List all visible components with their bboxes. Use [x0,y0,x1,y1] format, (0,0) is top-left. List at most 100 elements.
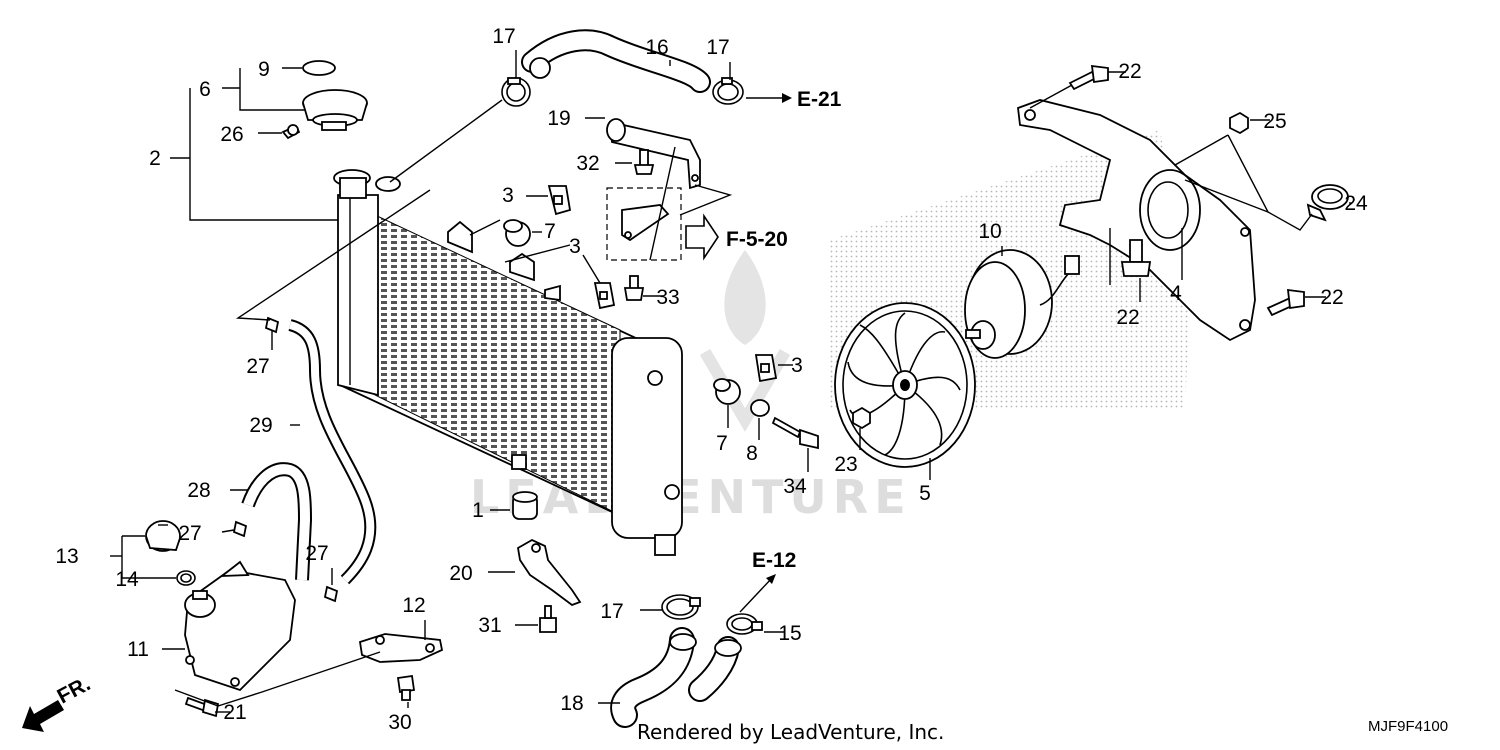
callout-c10[interactable]: 10 [978,220,1001,243]
part-20-bracket[interactable] [517,538,582,607]
callout-c21[interactable]: 21 [223,701,246,724]
callout-c5[interactable]: 5 [919,482,931,505]
front-arrow-icon: FR. [22,672,94,732]
ref-e12[interactable]: E-12 [752,549,796,572]
part-6-radiator-cap[interactable] [302,89,368,131]
callout-c8[interactable]: 8 [746,442,758,465]
callout-c29[interactable]: 29 [249,414,272,437]
part-5-fan[interactable] [834,302,976,468]
callout-c18[interactable]: 18 [560,692,583,715]
part-31-bolt[interactable] [539,605,557,633]
part-3-clip-c[interactable] [754,354,778,383]
inset-box [606,187,682,261]
callout-c22c[interactable]: 22 [1320,286,1343,309]
diagram-code: MJF9F4100 [1368,718,1448,735]
part-22-bolt-c[interactable] [1266,288,1305,317]
ref-f520[interactable]: F-5-20 [726,228,788,251]
callout-c4[interactable]: 4 [1170,282,1182,305]
part-24-clamp[interactable] [1306,184,1349,222]
part-25-nut[interactable] [1229,111,1249,135]
part-29-overflow-hose[interactable] [288,319,377,585]
callout-c6[interactable]: 6 [199,78,211,101]
part-10-fan-motor[interactable] [964,249,1080,359]
f-5-20-arrow-icon [685,213,719,261]
callout-c24[interactable]: 24 [1344,192,1368,215]
part-7-grommet-b[interactable] [713,378,741,405]
part-26-screw[interactable] [281,124,301,140]
callout-c27a[interactable]: 27 [246,355,269,378]
part-7-grommet-a[interactable] [503,219,531,247]
part-14-o-ring[interactable] [176,570,196,586]
part-30-bolt[interactable] [396,674,416,701]
part-28-breather-hose[interactable] [241,462,313,581]
callout-c11[interactable]: 11 [127,638,149,661]
callout-c32[interactable]: 32 [576,152,599,175]
callout-c12[interactable]: 12 [402,594,425,617]
callout-c22b[interactable]: 22 [1116,306,1139,329]
part-3-clip-a[interactable] [547,185,572,216]
part-27-clip-b[interactable] [232,520,248,538]
callout-c3c[interactable]: 3 [791,354,803,377]
part-12-bracket[interactable] [358,633,444,663]
part-11-reserve-tank[interactable] [184,560,296,692]
part-33-bolt[interactable] [623,275,645,301]
callout-c16[interactable]: 16 [645,36,668,59]
reference-labels: E-21 F-5-20 E-12 [726,88,842,572]
part-1-grommet[interactable] [512,491,538,520]
callout-c3b[interactable]: 3 [569,235,581,258]
flame-logo-icon [724,250,766,345]
callout-c17c[interactable]: 17 [600,600,623,623]
part-23-nut[interactable] [852,406,871,430]
leader-lines [110,50,1352,713]
part-22-bolt-b[interactable] [1120,239,1152,277]
part-32-bolt[interactable] [633,149,655,175]
callout-c2[interactable]: 2 [149,147,161,170]
ref-e21[interactable]: E-21 [797,88,842,111]
part-17-clamp-right[interactable] [712,77,744,105]
callout-c26[interactable]: 26 [220,123,243,146]
callout-c19[interactable]: 19 [547,107,570,130]
part-8-collar[interactable] [750,399,770,417]
callout-c9[interactable]: 9 [258,58,270,81]
part-18-lower-hose[interactable] [610,627,742,728]
part-13-reservoir-cap[interactable] [145,520,181,552]
part-3-clip-b[interactable] [593,282,616,310]
callout-c13[interactable]: 13 [55,545,78,568]
callout-c23[interactable]: 23 [834,453,857,476]
callout-c15[interactable]: 15 [778,622,801,645]
part-16-hose[interactable] [521,29,711,93]
credit-text: Rendered by LeadVenture, Inc. [637,720,944,744]
callout-c33[interactable]: 33 [656,286,679,309]
callout-c17a[interactable]: 17 [492,25,515,48]
part-15-clamp[interactable] [726,613,763,635]
part-19-bracket[interactable] [606,118,701,190]
callout-c25[interactable]: 25 [1263,110,1286,133]
callout-c7b[interactable]: 7 [716,432,728,455]
part-22-bolt-a[interactable] [1068,64,1109,91]
callout-c30[interactable]: 30 [388,711,411,734]
callout-c3a[interactable]: 3 [502,184,514,207]
callout-c7a[interactable]: 7 [544,220,556,243]
callout-c22a[interactable]: 22 [1118,60,1141,83]
part-27-clip-c[interactable] [323,585,339,603]
part-17-clamp-top[interactable] [501,77,531,107]
callout-c17b[interactable]: 17 [706,36,729,59]
callout-c34[interactable]: 34 [783,475,807,498]
radiator[interactable] [333,169,683,556]
part-34-bolt[interactable] [771,416,819,450]
callout-c27b[interactable]: 27 [178,522,201,545]
part-9-seal[interactable] [302,60,336,76]
callout-c14[interactable]: 14 [115,568,139,591]
callout-c28[interactable]: 28 [187,479,210,502]
part-27-clip-a[interactable] [264,316,280,334]
callout-c27c[interactable]: 27 [305,542,328,565]
callout-c1[interactable]: 1 [472,499,484,522]
callout-c31[interactable]: 31 [478,614,501,637]
callout-c20[interactable]: 20 [449,562,472,585]
part-17-clamp-lower[interactable] [661,594,701,620]
watermark: LEADVENTURE [470,250,906,524]
part-4-fan-shroud[interactable] [1017,99,1256,342]
